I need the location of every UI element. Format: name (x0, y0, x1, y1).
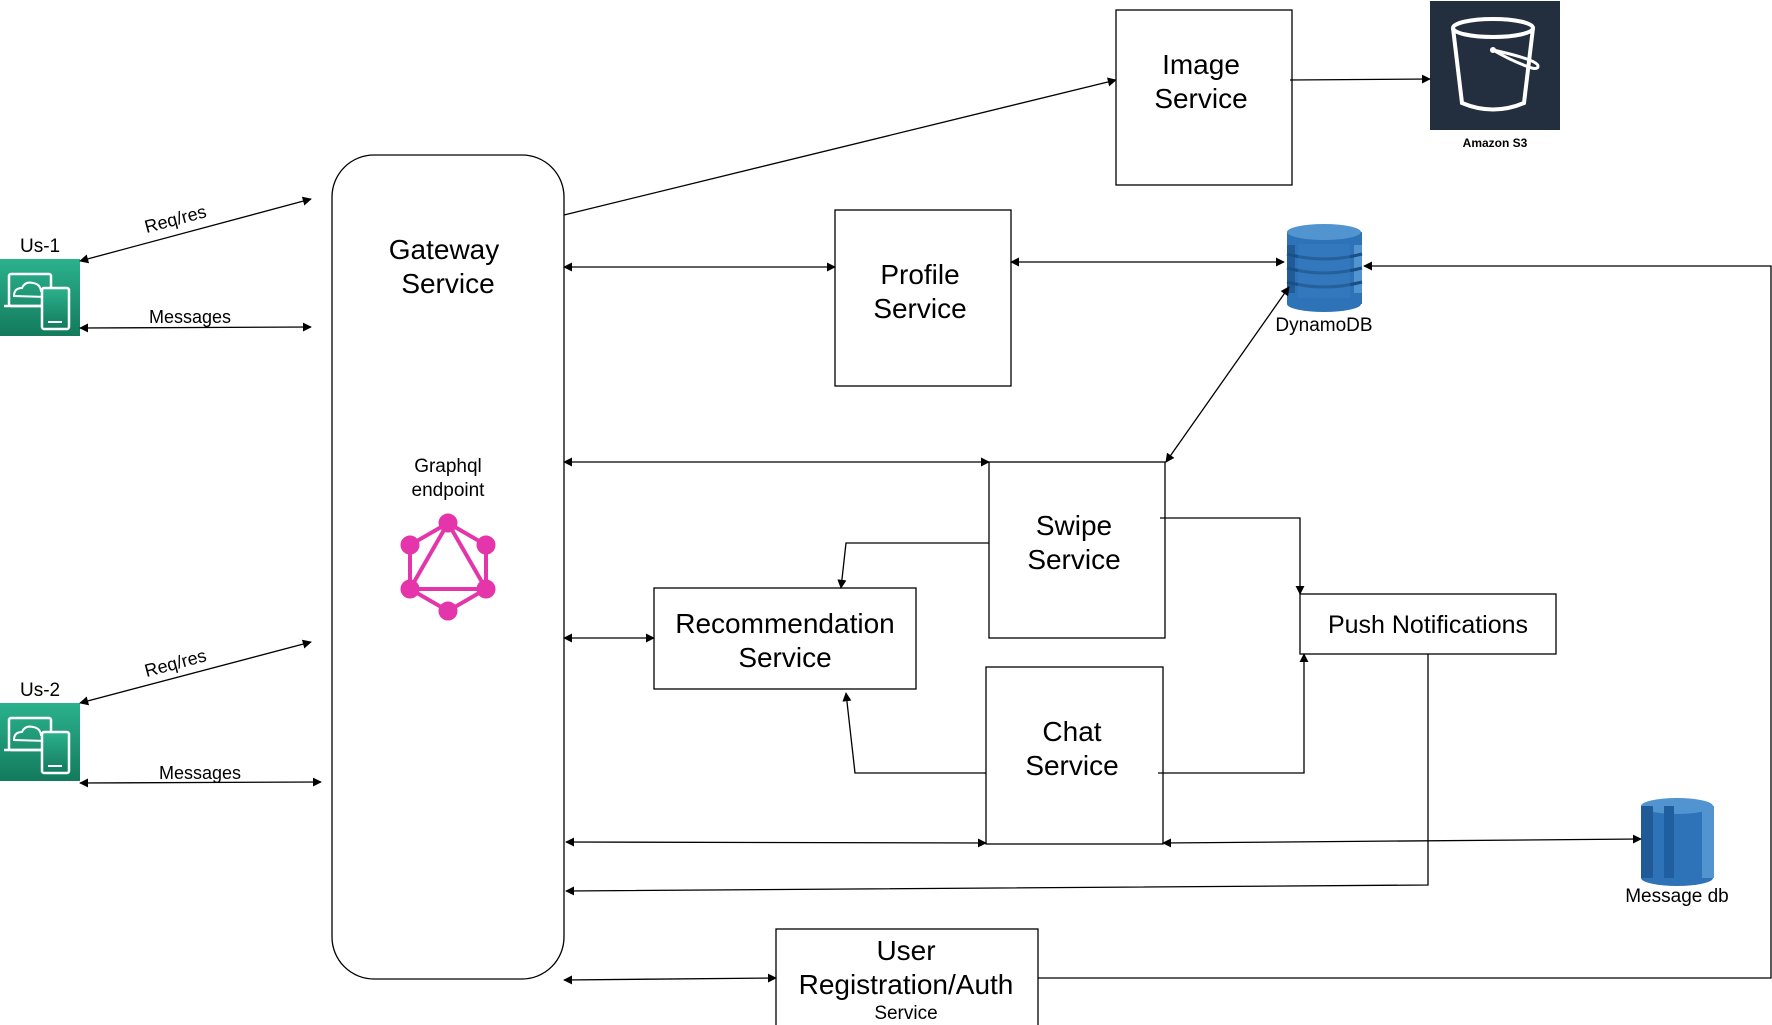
gateway-title-line2: Service (401, 268, 494, 299)
auth-service-line2: Registration/Auth (799, 969, 1014, 1000)
client-edges (79, 196, 322, 788)
recommendation-service-line2: Service (738, 642, 831, 673)
profile-service: Profile Service (834, 209, 1012, 387)
mobile-client-icon (0, 259, 80, 336)
client-us-2: Us-2 (0, 680, 80, 781)
us1-reqres-label: Req/res (142, 201, 208, 237)
gateway-image-edge (563, 77, 1117, 216)
s3-bucket-icon (1451, 17, 1540, 112)
us2-messages-edge (79, 777, 322, 788)
message-db-label: Message db (1625, 886, 1729, 907)
client-us-1: Us-1 (0, 236, 80, 336)
recommendation-service: Recommendation Service (653, 587, 917, 690)
s3-label: Amazon S3 (1463, 136, 1528, 150)
chat-recommendation-edge (842, 692, 986, 774)
auth-service: User Registration/Auth Service (775, 928, 1039, 1025)
push-notifications: Push Notifications (1299, 593, 1557, 655)
dynamodb-icon (1286, 224, 1363, 312)
image-service-line1: Image (1162, 49, 1240, 80)
image-service: Image Service (1115, 9, 1293, 186)
chat-service-line2: Service (1025, 750, 1118, 781)
auth-service-line1: User (876, 935, 935, 966)
us2-reqres-label: Req/res (142, 645, 208, 681)
gateway-auth-edge (563, 973, 777, 985)
mobile-client-icon (0, 703, 80, 781)
dynamodb-label: DynamoDB (1275, 315, 1372, 336)
graphql-label-line1: Graphql (414, 456, 482, 477)
chat-messagedb-edge (1162, 834, 1642, 848)
swipe-service-line1: Swipe (1036, 510, 1112, 541)
gateway-service: Gateway Service Graphql endpoint (331, 154, 565, 980)
gateway-chat-edge (565, 837, 987, 848)
image-service-line2: Service (1154, 83, 1247, 114)
message-db-icon (1641, 798, 1714, 886)
auth-service-line3: Service (874, 1003, 937, 1024)
graphql-icon (400, 513, 496, 621)
auth-dynamo-edge (1038, 261, 1772, 979)
profile-service-line1: Profile (880, 259, 959, 290)
service-edges (563, 74, 1772, 985)
recommendation-service-line1: Recommendation (675, 608, 894, 639)
us1-messages-label: Messages (149, 307, 231, 327)
profile-service-line2: Service (873, 293, 966, 324)
chat-push-edge (1158, 653, 1309, 774)
us2-messages-label: Messages (159, 763, 241, 783)
gateway-title-line1: Gateway (389, 234, 500, 265)
amazon-s3: Amazon S3 (1430, 1, 1560, 150)
chat-service: Chat Service (985, 666, 1164, 845)
swipe-recommendation-edge (837, 542, 989, 589)
image-s3-edge (1289, 74, 1431, 84)
client-us-1-label: Us-1 (20, 236, 60, 257)
swipe-service-line2: Service (1027, 544, 1120, 575)
swipe-service: Swipe Service (988, 461, 1166, 639)
us1-messages-edge (79, 322, 312, 333)
client-us-2-label: Us-2 (20, 680, 60, 701)
chat-service-line1: Chat (1042, 716, 1101, 747)
swipe-push-edge (1160, 517, 1305, 595)
graphql-label-line2: endpoint (412, 480, 486, 501)
us2-reqres-edge (79, 639, 312, 706)
push-gateway-edge (565, 654, 1429, 896)
dynamodb: DynamoDB (1275, 224, 1373, 336)
swipe-dynamo-edge (1165, 286, 1290, 463)
us1-reqres-edge (79, 196, 312, 264)
message-db: Message db (1625, 798, 1729, 907)
push-notifications-label: Push Notifications (1328, 611, 1528, 639)
